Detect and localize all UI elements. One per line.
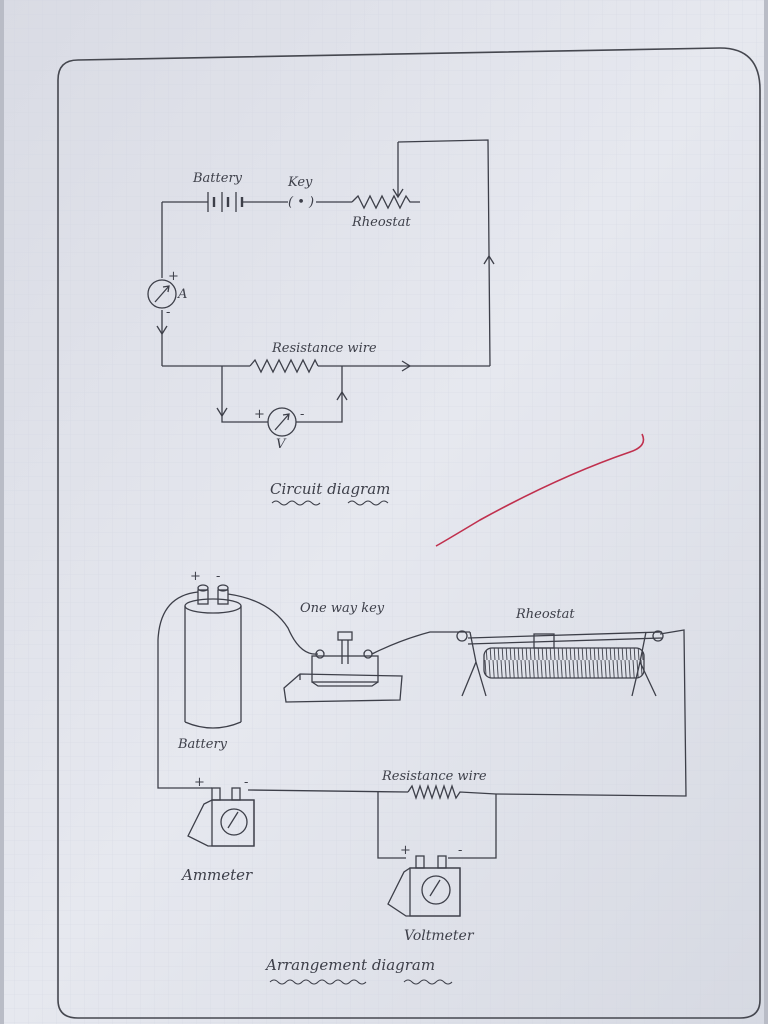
one-way-key-label: One way key: [300, 601, 385, 616]
ammeter-plus: +: [168, 269, 179, 284]
voltmeter-plus: +: [254, 407, 265, 422]
current-arrow-bottom: [401, 360, 412, 372]
ammeter-minus-label: -: [244, 775, 248, 790]
ammeter-label: A: [177, 287, 187, 302]
circuit-labels: Battery Key ( • ) Rheostat A + - Resista…: [166, 171, 411, 452]
voltmeter-branch-wire: [221, 366, 343, 423]
caption-underline-2: [269, 979, 453, 985]
resistance-wire-label: Resistance wire: [271, 341, 377, 356]
rheostat-label: Rheostat: [351, 215, 411, 230]
ammeter-minus: -: [166, 305, 170, 320]
branch-arrow-right: [336, 390, 348, 401]
circuit-wire-top-right: [397, 139, 491, 367]
wire-battery-neg-loop: [157, 591, 212, 789]
battery-label: Battery: [192, 171, 243, 186]
arrangement-diagram: [157, 584, 687, 917]
arrangement-battery-label: Battery: [177, 737, 228, 752]
ammeter-plus-label: +: [194, 775, 205, 790]
rheostat-symbol: [351, 194, 420, 210]
current-arrow-right: [483, 254, 495, 265]
wire-key-to-rheostat: [371, 631, 470, 655]
circuit-diagram-caption: Circuit diagram: [270, 480, 390, 498]
branch-arrow-left: [216, 407, 228, 418]
wire-rheostat-to-right: [495, 629, 687, 797]
voltmeter-needle: [274, 413, 290, 431]
voltmeter-plus-label: +: [400, 843, 411, 858]
caption-underline-1: [271, 500, 389, 506]
ammeter-needle: [154, 285, 170, 303]
resistance-wire-symbol: [249, 358, 319, 374]
voltmeter-connection-wires: [377, 792, 497, 859]
current-arrow-left: [156, 325, 168, 336]
ammeter-device: [187, 787, 255, 847]
rheostat-slider-arrow: [392, 142, 404, 199]
wire-battery-to-key: [227, 593, 319, 655]
page-border: [57, 47, 761, 1019]
red-pen-stroke: [435, 433, 645, 547]
voltmeter-device-label: Voltmeter: [404, 928, 475, 944]
one-way-key-device: [283, 631, 403, 703]
wire-ammeter-to-resistance: [247, 789, 409, 793]
arrangement-rheostat-label: Rheostat: [515, 607, 575, 622]
arrangement-labels: + - Battery One way key Rheostat Resista…: [177, 569, 575, 944]
voltmeter-device: [387, 855, 461, 917]
resistance-wire-coil: [407, 783, 497, 801]
ammeter-symbol: [147, 279, 177, 309]
arrangement-battery-minus: -: [216, 569, 220, 584]
ammeter-device-label: Ammeter: [180, 866, 253, 884]
battery-symbol: [205, 192, 288, 212]
voltmeter-symbol: [267, 407, 297, 437]
key-symbol: ( • ): [288, 195, 314, 210]
rheostat-device: [456, 630, 664, 697]
circuit-diagram: [147, 139, 495, 437]
arrangement-diagram-caption: Arrangement diagram: [264, 956, 435, 974]
arrangement-resistance-label: Resistance wire: [381, 769, 487, 784]
battery-cell: [184, 584, 242, 729]
voltmeter-minus-label: -: [458, 843, 462, 858]
key-label: Key: [287, 175, 313, 190]
voltmeter-label: V: [276, 437, 287, 452]
arrangement-battery-plus: +: [190, 569, 201, 584]
grid-ruling: [4, 0, 764, 1024]
voltmeter-minus: -: [300, 407, 304, 422]
